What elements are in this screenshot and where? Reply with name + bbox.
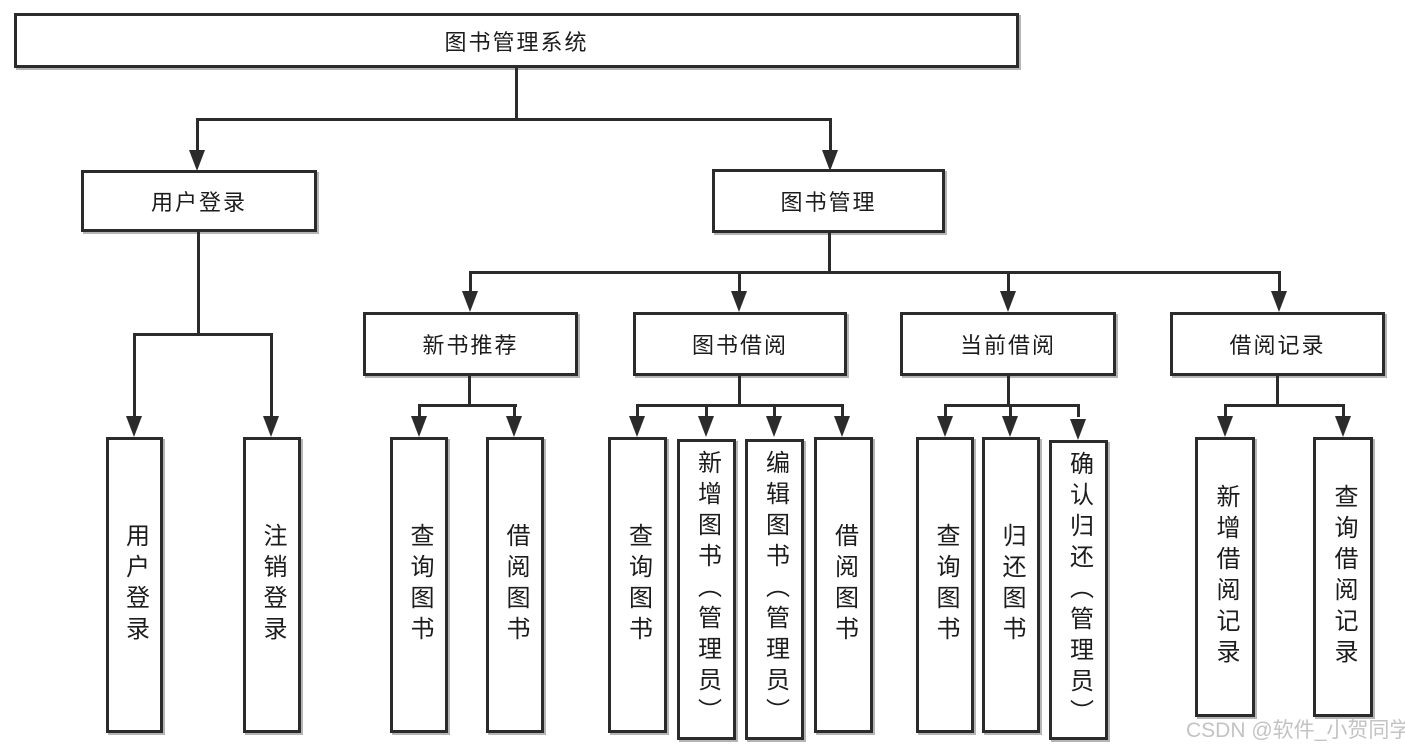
connector-root-trunk: [515, 68, 518, 121]
connector-stem-br-add: [1224, 404, 1227, 417]
connector-stem-bb-borrow: [841, 404, 844, 417]
connector-br-hline: [1224, 404, 1344, 407]
connector-stem-book-borrow: [738, 271, 741, 292]
arrowhead-book-mgmt: [822, 150, 838, 171]
csdn-watermark: CSDN @软件_小贺同学: [1186, 719, 1405, 742]
node-root-system: 图书管理系统: [14, 13, 1019, 68]
connector-stem-bb-add: [705, 404, 708, 417]
node-borrow-record: 借阅记录: [1170, 312, 1385, 376]
arrowhead-br-add: [1217, 416, 1233, 437]
connector-bb-hline: [636, 404, 843, 407]
connector-stem-bb-query: [636, 404, 639, 417]
connector-stem-logout-leaf: [270, 333, 273, 417]
arrowhead-cb-query: [937, 416, 953, 437]
node-current-borrow: 当前借阅: [900, 312, 1116, 376]
leaf-bb-add-books-admin: 新增图书（管理员）: [677, 439, 736, 740]
arrowhead-rec-borrow: [506, 416, 522, 437]
connector-root-hline: [196, 118, 832, 121]
connector-userlogin-hline: [133, 333, 273, 336]
connector-bookmgmt-hline: [469, 271, 1281, 274]
arrowhead-current-borrow: [1000, 291, 1016, 312]
leaf-logout: 注销登录: [243, 437, 301, 733]
node-book-borrow: 图书借阅: [633, 312, 847, 376]
connector-rec-hline: [418, 404, 517, 407]
arrowhead-user-login: [189, 150, 205, 171]
connector-stem-borrow-record: [1278, 271, 1281, 292]
connector-stem-login-leaf: [133, 333, 136, 417]
leaf-cb-return-books: 归还图书: [982, 437, 1040, 733]
connector-cb-hline: [944, 404, 1080, 407]
connector-cb-trunk: [1007, 376, 1010, 406]
connector-stem-current-borrow: [1007, 271, 1010, 292]
leaf-rec-borrow-books: 借阅图书: [486, 437, 544, 733]
connector-br-trunk: [1276, 376, 1279, 406]
leaf-cb-confirm-return-admin: 确认归还（管理员）: [1049, 440, 1108, 740]
leaf-cb-query-books: 查询图书: [916, 437, 974, 733]
leaf-br-query-record: 查询借阅记录: [1313, 437, 1373, 717]
connector-stem-bb-edit: [773, 404, 776, 417]
arrowhead-bb-borrow: [834, 416, 850, 437]
arrowhead-bb-add: [698, 416, 714, 437]
arrowhead-new-book-rec: [462, 291, 478, 312]
leaf-bb-borrow-books: 借阅图书: [814, 437, 873, 733]
leaf-user-login: 用户登录: [106, 437, 163, 733]
arrowhead-bb-edit: [766, 416, 782, 437]
arrowhead-rec-query: [411, 416, 427, 437]
arrowhead-bb-query: [629, 416, 645, 437]
arrowhead-book-borrow: [731, 291, 747, 312]
connector-stem-cb-confirm: [1077, 404, 1080, 417]
arrowhead-login-leaf: [126, 416, 142, 437]
arrowhead-borrow-record: [1271, 291, 1287, 312]
connector-stem-br-query: [1342, 404, 1345, 417]
node-book-mgmt: 图书管理: [712, 169, 945, 233]
connector-bb-trunk: [738, 376, 741, 406]
arrowhead-cb-return: [1002, 416, 1018, 437]
leaf-br-add-record: 新增借阅记录: [1195, 437, 1255, 717]
connector-bookmgmt-trunk: [828, 233, 831, 273]
arrowhead-cb-confirm: [1070, 419, 1086, 440]
node-new-book-rec: 新书推荐: [363, 312, 578, 376]
connector-stem-new-book-rec: [469, 271, 472, 292]
connector-rec-trunk: [468, 376, 471, 406]
leaf-bb-edit-books-admin: 编辑图书（管理员）: [745, 439, 804, 740]
connector-stem-book-mgmt: [829, 118, 832, 152]
arrowhead-logout-leaf: [263, 416, 279, 437]
connector-stem-cb-query: [944, 404, 947, 417]
leaf-rec-query-books: 查询图书: [390, 437, 448, 733]
connector-userlogin-trunk: [197, 232, 200, 336]
connector-stem-rec-query: [418, 404, 421, 417]
node-user-login: 用户登录: [81, 170, 317, 232]
connector-stem-cb-return: [1009, 404, 1012, 417]
leaf-bb-query-books: 查询图书: [608, 437, 667, 733]
connector-stem-user-login: [196, 118, 199, 152]
arrowhead-br-query: [1335, 416, 1351, 437]
connector-stem-rec-borrow: [513, 404, 516, 417]
